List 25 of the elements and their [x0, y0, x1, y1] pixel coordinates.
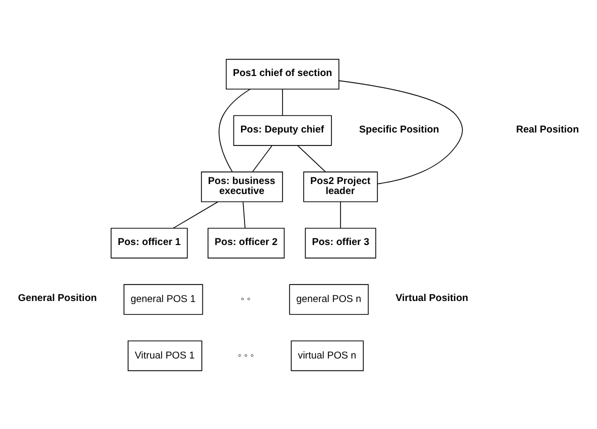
connector	[218, 88, 251, 172]
node-box: Pos: business executive	[200, 171, 283, 202]
node-box: Vitrual POS 1	[128, 340, 202, 371]
connector	[252, 144, 272, 172]
connector	[282, 88, 283, 116]
node-box: Pos1 chief of section	[226, 58, 340, 90]
label: ◦ ◦ ◦	[238, 350, 254, 361]
node-box: Pos: officer 1	[110, 227, 188, 258]
node-box: Pos: offier 3	[304, 227, 376, 258]
node-box: Pos: Deputy chief	[233, 114, 332, 146]
label: ◦ ◦	[240, 294, 251, 305]
node-box: general POS 1	[124, 284, 204, 314]
label: Real Position	[516, 124, 579, 135]
label: Virtual Position	[396, 292, 468, 304]
connector	[297, 144, 326, 172]
label: General Position	[18, 292, 97, 304]
node-box: Pos2 Project leader	[303, 171, 378, 202]
connector	[340, 201, 341, 228]
node-box: Pos: officer 2	[208, 227, 285, 258]
connector	[172, 200, 218, 228]
label: Specific Position	[359, 124, 440, 135]
connector	[242, 201, 246, 228]
node-box: general POS n	[289, 284, 369, 314]
connector	[338, 80, 463, 184]
node-box: virtual POS n	[290, 340, 364, 371]
